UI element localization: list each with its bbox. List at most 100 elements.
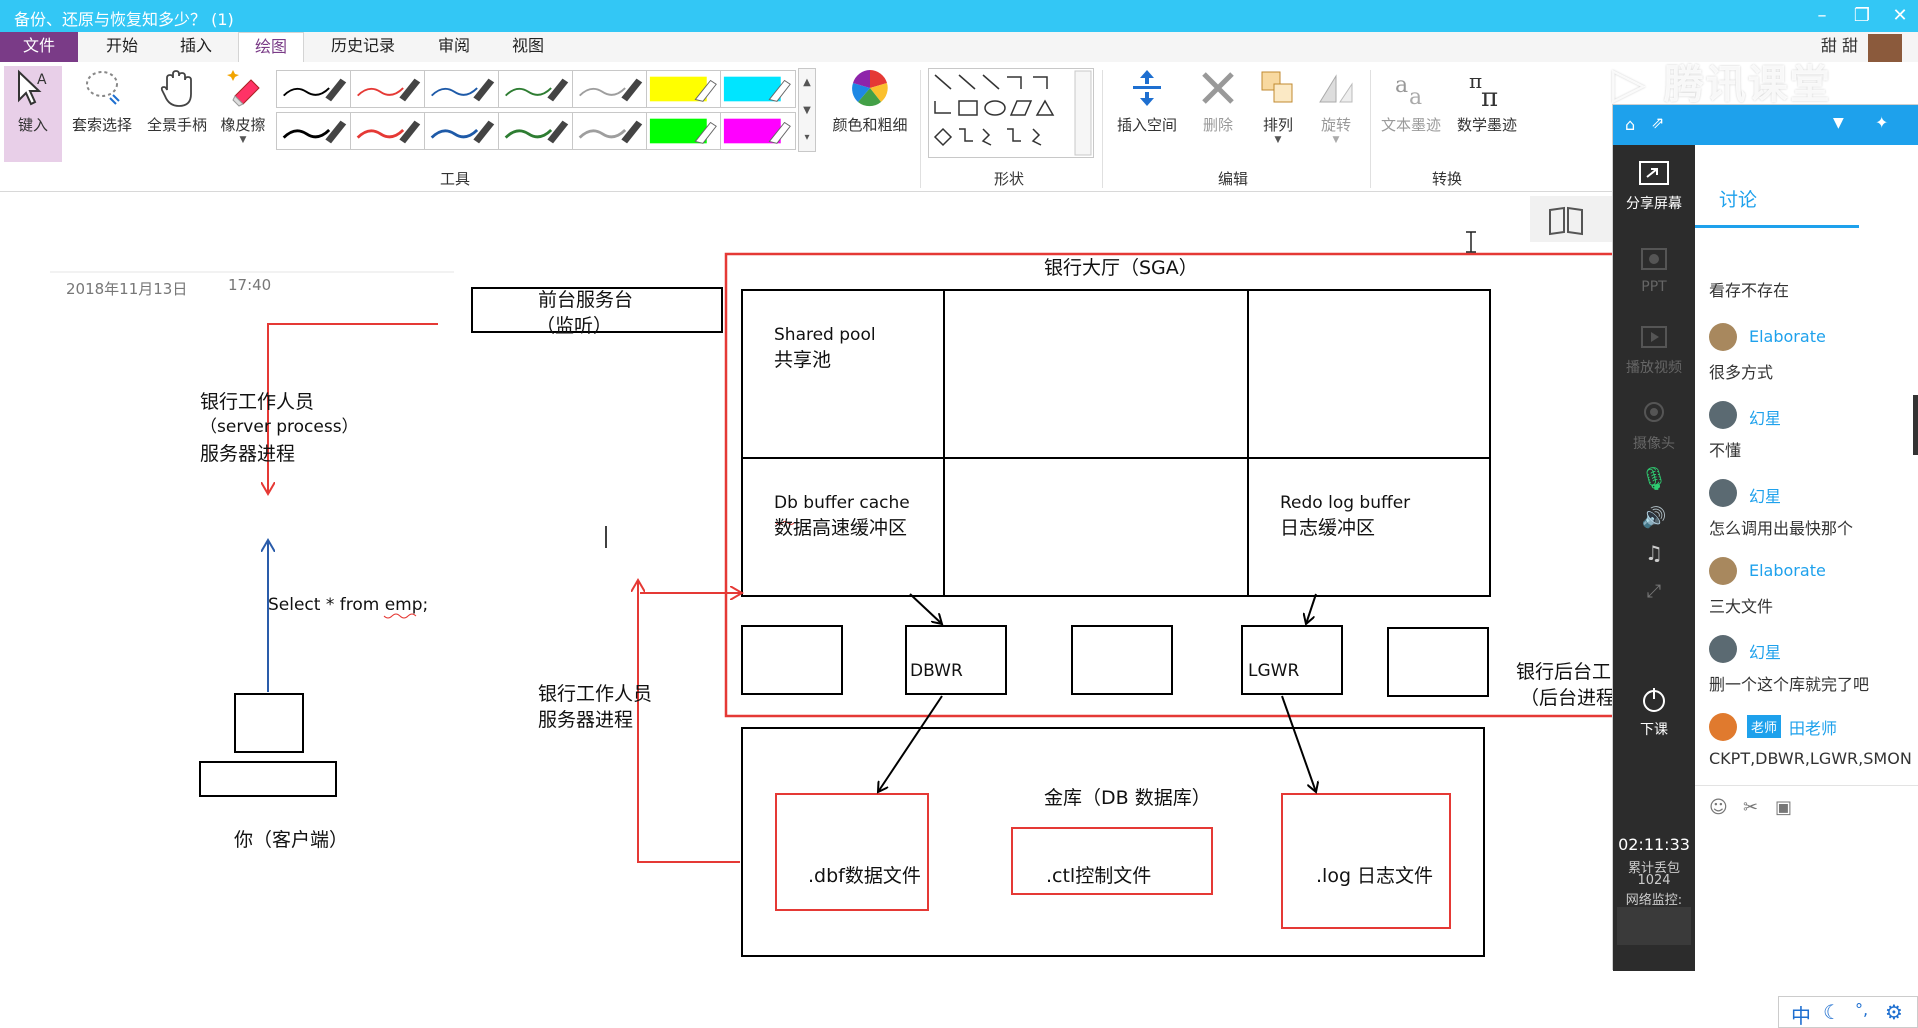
tools-group-label: 工具 (440, 170, 471, 188)
camera-button[interactable]: 摄像头 (1613, 399, 1695, 453)
tab-review[interactable]: 审阅 (437, 36, 470, 55)
pen-gallery-scroll[interactable]: ▲ ▼ ▾ (798, 68, 816, 152)
chat-username[interactable]: 幻星 (1749, 487, 1782, 506)
pen-swatch[interactable] (646, 70, 722, 108)
chevron-down-icon[interactable]: ▼ (1833, 115, 1844, 131)
lgwr-label: LGWR (1248, 661, 1300, 681)
end-class-button[interactable]: 下课 (1613, 685, 1695, 739)
restore-button[interactable]: ❐ (1853, 5, 1871, 26)
pen-swatch[interactable] (720, 112, 796, 150)
camera-label: 摄像头 (1633, 436, 1675, 452)
type-button[interactable]: A 键入 (4, 66, 62, 162)
image-icon[interactable]: ▣ (1775, 797, 1793, 818)
user-name[interactable]: 甜 甜 (1820, 36, 1858, 55)
color-thickness-button[interactable]: 颜色和粗细 (824, 66, 916, 135)
lasso-select-button[interactable]: 套索选择 (66, 66, 138, 135)
avatar[interactable] (1868, 34, 1902, 62)
punctuation-icon[interactable]: °, (1855, 1000, 1869, 1019)
shapes-icon (933, 70, 1092, 156)
svg-text:π: π (1481, 83, 1498, 110)
arrange-button[interactable]: 排列 ▼ (1250, 66, 1306, 145)
pen-swatch[interactable] (646, 112, 722, 150)
pen-swatch[interactable] (572, 112, 648, 150)
reception-label: 前台服务台 (538, 289, 634, 311)
music-icon[interactable]: ♫ (1645, 541, 1663, 565)
more-icon[interactable]: ▾ (804, 132, 810, 143)
math-ink-button[interactable]: π π 数学墨迹 (1450, 66, 1524, 135)
home-icon[interactable]: ⌂ (1625, 115, 1636, 134)
hand-icon (160, 70, 192, 107)
shapes-gallery[interactable] (928, 68, 1094, 158)
ime-toolbar: 中 ☾ °, ⚙ (1778, 996, 1918, 1028)
rotate-button[interactable]: 旋转 ▼ (1308, 66, 1364, 145)
pen-swatch[interactable] (498, 70, 574, 108)
process-box (1071, 625, 1173, 695)
delete-button[interactable]: 删除 (1190, 66, 1246, 135)
chat-message: CKPT,DBWR,LGWR,SMON (1709, 749, 1912, 768)
chat-username[interactable]: 田老师 (1789, 719, 1838, 738)
server-process-en-label: （server process） (200, 417, 359, 437)
minimize-button[interactable]: – (1817, 5, 1827, 26)
insert-space-icon (1133, 70, 1161, 106)
pi-icon: π π (1469, 69, 1498, 110)
page-list-toggle[interactable] (1530, 196, 1620, 242)
fullscreen-icon[interactable]: ⤢ (1646, 581, 1662, 602)
pen-swatch[interactable] (276, 70, 352, 108)
logo-text: 腾讯课堂 (1663, 62, 1832, 108)
ime-lang[interactable]: 中 (1791, 1004, 1811, 1028)
tab-history[interactable]: 历史记录 (330, 36, 395, 55)
share-screen-button[interactable]: 分享屏幕 (1613, 159, 1695, 213)
ctl-label: .ctl控制文件 (1046, 865, 1152, 887)
gear-icon[interactable]: ⚙ (1885, 1000, 1903, 1024)
pen-swatch[interactable] (572, 70, 648, 108)
tab-discussion[interactable]: 讨论 (1719, 189, 1758, 211)
tab-draw[interactable]: 绘图 (238, 32, 304, 63)
pan-label: 全景手柄 (146, 116, 207, 134)
pin-icon[interactable]: ✦ (1875, 113, 1889, 132)
end-class-label: 下课 (1640, 722, 1668, 738)
moon-icon[interactable]: ☾ (1823, 1000, 1841, 1024)
insert-space-button[interactable]: 插入空间 (1108, 66, 1186, 135)
ppt-button[interactable]: PPT (1613, 245, 1695, 295)
svg-text:A: A (37, 72, 47, 88)
chevron-up-icon[interactable]: ▲ (803, 77, 811, 88)
pen-swatch[interactable] (424, 112, 500, 150)
chat-username[interactable]: 幻星 (1749, 409, 1782, 428)
chevron-down-icon[interactable]: ▼ (803, 105, 811, 116)
play-video-button[interactable]: 播放视频 (1613, 323, 1695, 377)
chat-username[interactable]: Elaborate (1749, 327, 1826, 346)
ppt-label: PPT (1641, 279, 1667, 295)
pen-swatch[interactable] (276, 112, 352, 150)
chat-username[interactable]: 幻星 (1749, 643, 1782, 662)
pen-swatch[interactable] (350, 70, 426, 108)
chat-username[interactable]: Elaborate (1749, 561, 1826, 580)
chevron-down-icon: ▼ (1274, 135, 1282, 145)
close-button[interactable]: ✕ (1892, 5, 1908, 26)
microphone-icon[interactable]: 🎙 (1640, 467, 1668, 492)
chat-scrollbar[interactable] (1913, 395, 1918, 455)
pen-swatch[interactable] (720, 70, 796, 108)
teacher-badge: 老师 (1747, 715, 1782, 738)
pen-swatch[interactable] (424, 70, 500, 108)
note-time: 17:40 (228, 276, 272, 294)
chat-message: 删一个这个库就完了吧 (1709, 675, 1870, 694)
tab-insert[interactable]: 插入 (179, 36, 212, 55)
scissors-icon[interactable]: ✂ (1743, 797, 1759, 818)
speaker-icon[interactable]: 🔊 (1641, 505, 1667, 529)
pen-swatch[interactable] (498, 112, 574, 150)
tab-view[interactable]: 视图 (511, 36, 544, 55)
log-label: .log 日志文件 (1316, 865, 1434, 887)
eraser-button[interactable]: 橡皮擦 ▼ (214, 66, 272, 145)
ctl-file-box (1011, 827, 1213, 895)
tab-home[interactable]: 开始 (105, 36, 138, 55)
share-out-icon[interactable]: ⇗ (1651, 113, 1665, 132)
pen-swatch[interactable] (350, 112, 426, 150)
book-icon (1549, 206, 1583, 236)
ink-to-text-button[interactable]: a a 文本墨迹 (1374, 66, 1448, 135)
net-monitor-label: 网络监控: (1625, 893, 1683, 908)
emoji-icon[interactable]: ☺ (1709, 797, 1728, 818)
pan-hand-button[interactable]: 全景手柄 (140, 66, 214, 135)
play-logo-icon: ▷ (1612, 58, 1648, 109)
tab-file[interactable]: 文件 (0, 32, 78, 62)
